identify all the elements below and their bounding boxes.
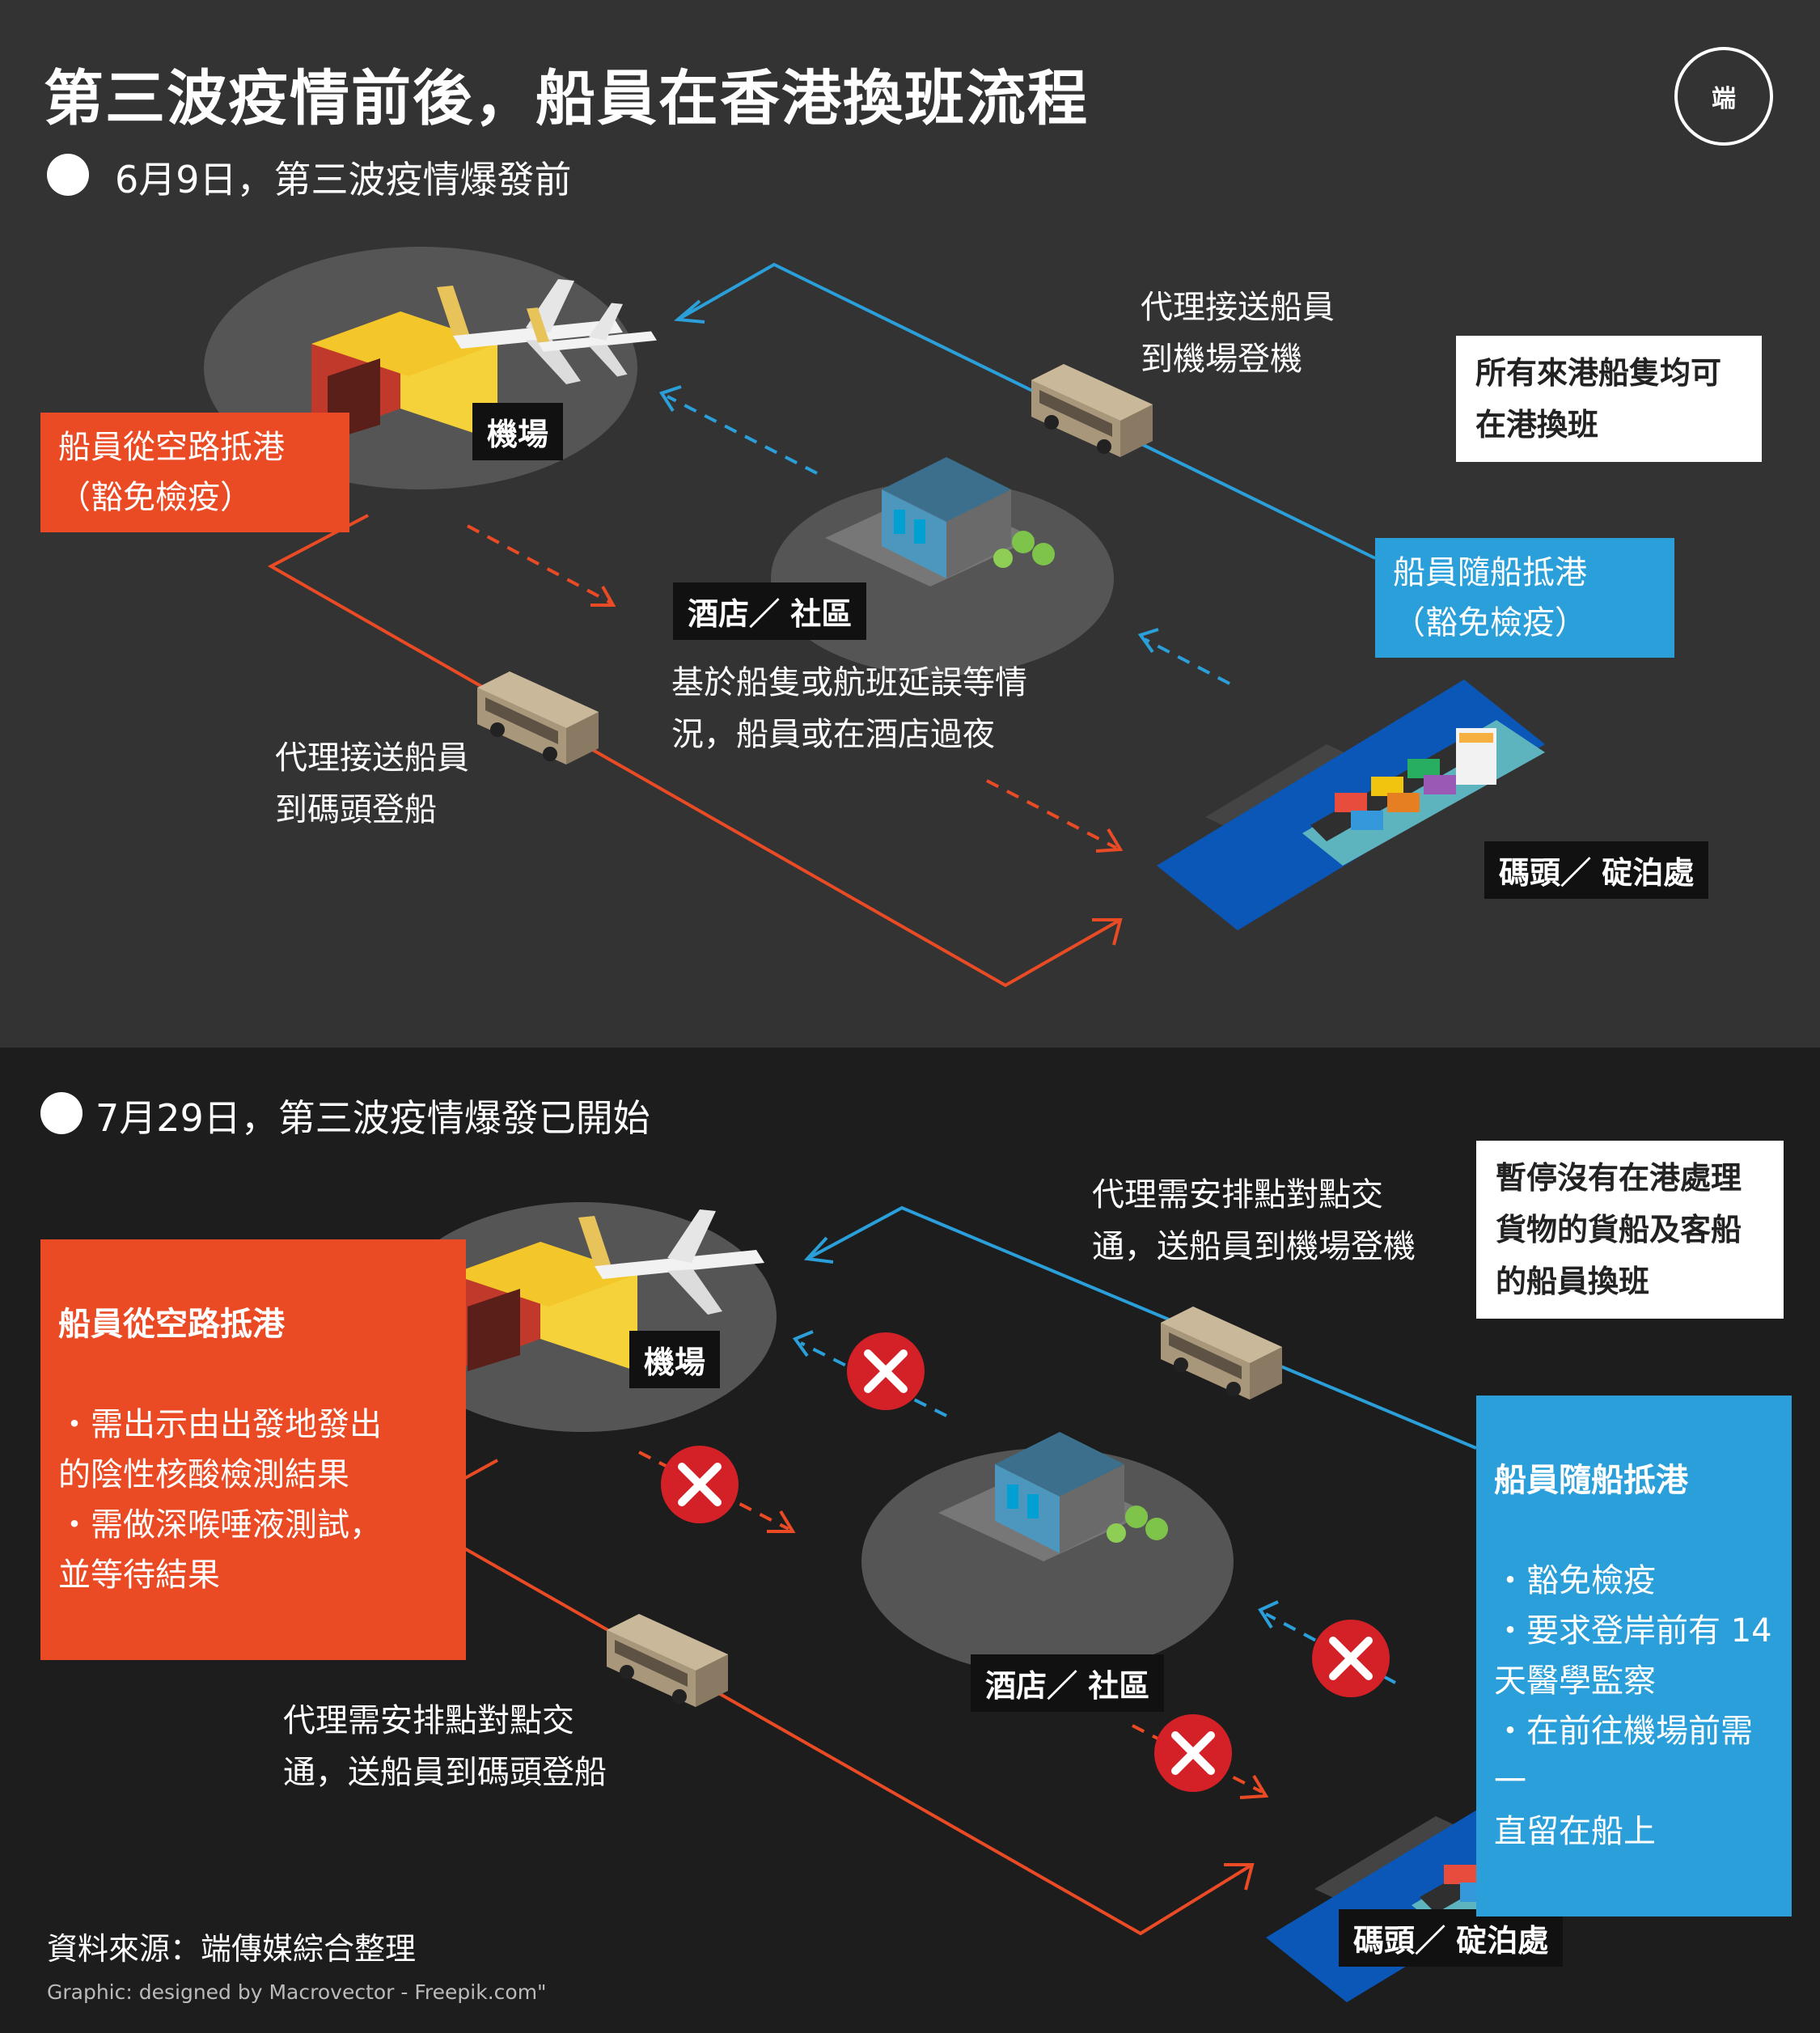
blue-route-bottom [806,1205,1477,1450]
blue-dashed-arrowhead-1-top [1137,628,1159,654]
notice-box-top: 所有來港船隻均可 在港換班 [1456,336,1762,462]
blue-arrowhead-top [674,299,705,324]
bus-icon [1031,364,1153,457]
port-label-top: 碼頭／ 碇泊處 [1484,841,1709,899]
section-bullet-icon [40,1092,83,1134]
crew-ship-box-top: 船員隨船抵港 （豁免檢疫） [1375,538,1674,658]
section-heading-top: 6月9日，第三波疫情爆發前 [115,158,572,201]
orange-dashed-arrowhead-1-top [590,586,616,607]
page-title: 第三波疫情前後，船員在香港換班流程 [44,64,1089,133]
blocked-x-icon [1312,1620,1390,1697]
orange-dashed-hotel-pier-top [986,779,1117,849]
blue-dashed-arrowhead-2-bottom [792,1330,814,1357]
section-heading-bottom: 7月29日，第三波疫情爆發已開始 [95,1096,650,1140]
crew-ship-body-bottom: ・豁免檢疫 ・要求登岸前有 14 天醫學監察 ・在前往機場前需一 直留在船上 [1494,1562,1772,1850]
crew-ship-title-bottom: 船員隨船抵港 [1494,1462,1688,1499]
crew-air-box-top: 船員從空路抵港 （豁免檢疫） [40,413,349,532]
port-label-bottom: 碼頭／ 碇泊處 [1339,1909,1564,1967]
blue-dashed-hotel-airport-bottom [800,1341,947,1417]
crew-air-title-bottom: 船員從空路抵港 [58,1306,285,1343]
top-diagram [204,247,1545,988]
source-note: 資料來源：端傳媒綜合整理 [47,1931,417,1967]
orange-arrowhead-top [1092,918,1123,946]
blocked-x-icon [1154,1714,1232,1792]
logo-icon: 端 [1674,47,1773,146]
airport-label-bottom: 機場 [629,1331,721,1388]
orange-arrowhead-bottom [1224,1863,1255,1891]
blue-route-top [677,262,1376,560]
agent-to-airport-bottom: 代理需安排點對點交 通，送船員到機場登機 [1092,1176,1416,1265]
blue-arrowhead-bottom [803,1236,834,1264]
orange-dashed-airport-hotel-top [467,524,612,604]
section-bullet-icon [47,154,89,196]
blocked-x-icon [847,1332,925,1410]
blue-dashed-ship-hotel-top [1144,637,1230,685]
bus-icon [1161,1307,1282,1400]
hotel-label-top: 酒店／ 社區 [673,582,867,640]
agent-to-airport-top: 代理接送船員 到機場登機 [1141,289,1335,378]
orange-dashed-airport-hotel-bottom [638,1451,789,1531]
graphic-credit: Graphic: designed by Macrovector - Freep… [47,1980,547,2004]
crew-air-body-bottom: ・需出示由出發地發出 的陰性核酸檢測結果 ・需做深喉唾液測試， 並等待結果 [58,1406,382,1594]
bottom-diagram [388,1202,1654,2002]
orange-dashed-arrowhead-2-bottom [1239,1774,1269,1799]
blue-dashed-arrowhead-1-bottom [1258,1600,1279,1629]
blocked-x-icon [661,1446,739,1523]
blue-dashed-arrowhead-2-top [658,385,682,413]
agent-to-pier-bottom: 代理需安排點對點交 通，送船員到碼頭登船 [283,1702,607,1791]
orange-dashed-arrowhead-2-top [1095,828,1124,853]
orange-route-top [267,514,1121,988]
orange-dashed-arrowhead-1-bottom [767,1510,796,1533]
crew-air-box-bottom: 船員從空路抵港 ・需出示由出發地發出 的陰性核酸檢測結果 ・需做深喉唾液測試， … [40,1239,466,1660]
airport-label-top: 機場 [472,403,564,460]
hotel-note-top: 基於船隻或航班延誤等情 況，船員或在酒店過夜 [671,664,1027,753]
agent-to-pier-top: 代理接送船員 到碼頭登船 [275,739,469,828]
hotel-label-bottom: 酒店／ 社區 [971,1654,1165,1712]
crew-ship-box-bottom: 船員隨船抵港 ・豁免檢疫 ・要求登岸前有 14 天醫學監察 ・在前往機場前需一 … [1476,1396,1792,1917]
notice-box-bottom: 暫停沒有在港處理 貨物的貨船及客船 的船員換班 [1476,1141,1784,1319]
blue-dashed-hotel-airport-top [667,395,818,475]
bus-icon [607,1614,728,1707]
bus-icon [477,671,599,764]
